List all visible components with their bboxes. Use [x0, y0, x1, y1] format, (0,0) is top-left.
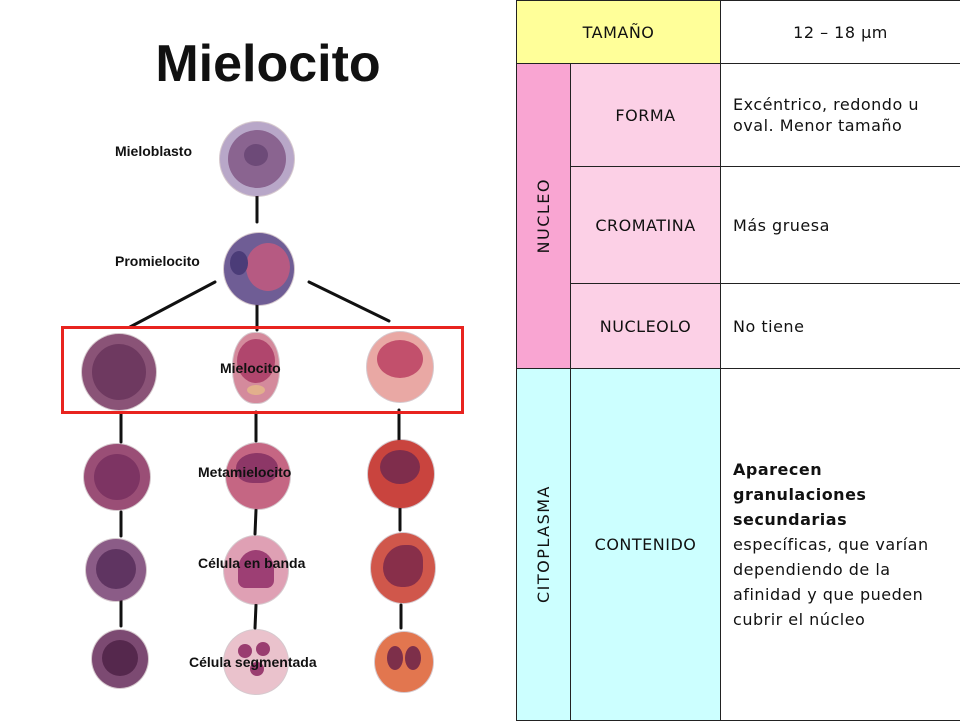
- maturation-diagram: Mielocito: [0, 0, 516, 720]
- celula-banda-eosinofilo-cell-image: [371, 533, 435, 603]
- forma-label: FORMA: [571, 64, 721, 167]
- table-row-nucleolo: NUCLEOLO No tiene: [517, 284, 960, 369]
- nucleo-group-label: NUCLEO: [534, 178, 553, 253]
- characteristics-table-panel: TAMAÑO 12 – 18 µm NUCLEO FORMA Excéntric…: [516, 0, 960, 720]
- promielocito-cell-image: [224, 233, 294, 305]
- celula-segmentada-eosinofilo-cell-image: [375, 632, 433, 692]
- table-row-contenido: CITOPLASMA CONTENIDO Aparecen granulacio…: [517, 369, 960, 721]
- cromatina-label: CROMATINA: [571, 167, 721, 284]
- forma-value: Excéntrico, redondo u oval. Menor tamaño: [721, 64, 960, 167]
- stage-label-metamielocito: Metamielocito: [198, 464, 291, 480]
- citoplasma-group-label: CITOPLASMA: [534, 485, 553, 603]
- connector-line: [309, 282, 389, 321]
- table-row-cromatina: CROMATINA Más gruesa: [517, 167, 960, 284]
- stage-label-promielocito: Promielocito: [115, 253, 200, 269]
- nucleolo-label: NUCLEOLO: [571, 284, 721, 369]
- celula-banda-basofilo-cell-image: [86, 539, 146, 601]
- celula-segmentada-basofilo-cell-image: [92, 630, 148, 688]
- connector-line: [255, 605, 256, 628]
- nucleo-group-cell: NUCLEO: [517, 64, 571, 369]
- citoplasma-group-cell: CITOPLASMA: [517, 369, 571, 721]
- tamano-label: TAMAÑO: [517, 1, 721, 64]
- connector-line: [255, 510, 256, 534]
- stage-label-celula-banda: Célula en banda: [198, 555, 305, 571]
- contenido-label: CONTENIDO: [571, 369, 721, 721]
- stage-label-mieloblasto: Mieloblasto: [115, 143, 192, 159]
- connector-line: [130, 282, 215, 327]
- metamielocito-basofilo-cell-image: [84, 444, 150, 510]
- mieloblasto-cell-image: [220, 122, 294, 196]
- table-row-forma: NUCLEO FORMA Excéntrico, redondo u oval.…: [517, 64, 960, 167]
- stage-label-celula-segmentada: Célula segmentada: [189, 654, 317, 670]
- cromatina-value: Más gruesa: [721, 167, 960, 284]
- tamano-value: 12 – 18 µm: [721, 1, 960, 64]
- characteristics-table: TAMAÑO 12 – 18 µm NUCLEO FORMA Excéntric…: [516, 0, 960, 721]
- table-row-tamano: TAMAÑO 12 – 18 µm: [517, 1, 960, 64]
- contenido-value: Aparecen granulaciones secundarias espec…: [721, 369, 960, 721]
- nucleolo-value: No tiene: [721, 284, 960, 369]
- metamielocito-eosinofilo-cell-image: [368, 440, 434, 508]
- contenido-value-bold: Aparecen granulaciones secundarias: [733, 460, 866, 529]
- stage-label-mielocito: Mielocito: [220, 360, 281, 376]
- contenido-value-rest: específicas, que varían dependiendo de l…: [733, 535, 929, 629]
